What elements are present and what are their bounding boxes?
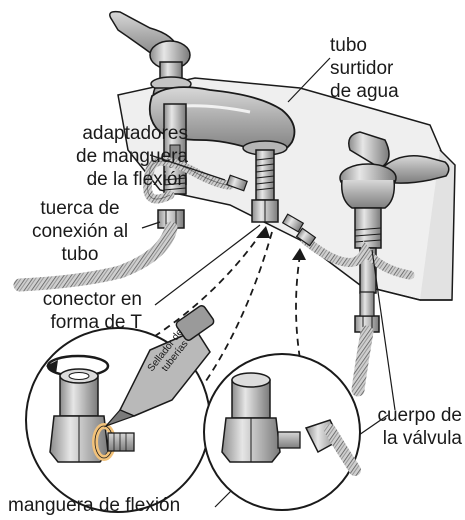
label-water-spout: tubo surtidor de agua [330,34,399,103]
label-water-spout-line-1: tubo [330,35,367,56]
right-flex-hose [300,235,415,280]
left-supply-hose [13,221,178,292]
label-flex-hose: manguera de flexión [8,495,181,516]
label-valve-body: cuerpo de la válvula [356,404,462,450]
label-connection-nut-line-2: conexión al [31,221,129,242]
label-hose-adapters: adaptadores de manguera de la flexión [28,122,188,191]
center-shank [251,149,279,223]
right-adapter [281,213,305,233]
left-adapter [226,174,248,192]
label-hose-adapters-line-3: de la flexión [86,169,188,190]
detail-circle-right [203,353,361,511]
label-connection-nut: tuerca de conexión al tubo [10,197,150,266]
label-valve-body-line-2: la válvula [382,428,462,449]
detail-circle-left: Sellador de tuberías [25,305,215,513]
label-hose-adapters-line-1: adaptadores [82,123,188,144]
label-t-connector-line-2: forma de T [50,312,142,333]
right-valve [339,131,450,294]
right-supply-hose [351,325,374,397]
label-water-spout-line-3: de agua [330,81,399,102]
label-t-connector-line-1: conector en [42,289,142,310]
label-hose-adapters-line-2: de manguera [76,146,188,167]
label-connection-nut-line-1: tuerca de [40,198,120,219]
label-t-connector: conector en forma de T [10,288,142,334]
label-connection-nut-line-3: tubo [61,244,99,265]
label-water-spout-line-2: surtidor [330,58,394,79]
label-valve-body-line-1: cuerpo de [377,405,462,426]
